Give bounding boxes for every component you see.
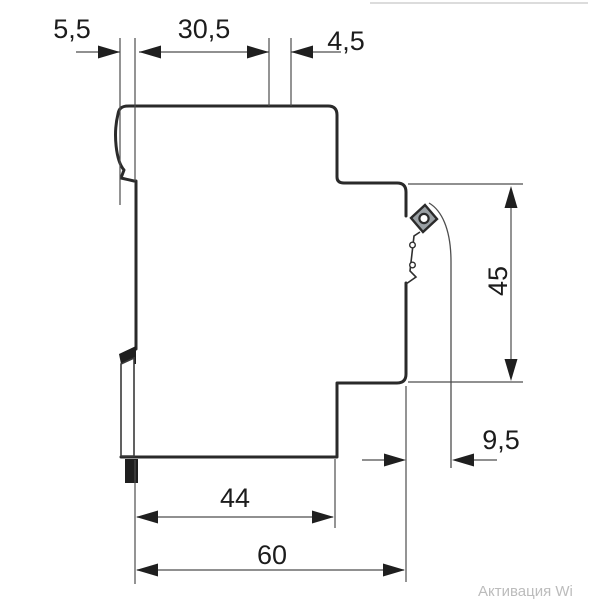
dim-label-4-5: 4,5 <box>327 26 365 56</box>
terminal-detail <box>405 202 452 468</box>
arrowhead-right-icon <box>98 45 120 59</box>
terminal-plate-edge <box>405 231 421 285</box>
arrowhead-right-icon <box>383 563 405 577</box>
toggle-arc-line <box>428 202 452 468</box>
dimension-5-5: 5,5 <box>53 14 120 59</box>
arrowhead-left-icon <box>291 45 313 59</box>
dim-label-5-5: 5,5 <box>53 14 91 44</box>
dim-label-9-5: 9,5 <box>482 425 520 455</box>
arrowhead-right-icon <box>312 510 334 524</box>
dim-label-44: 44 <box>220 483 250 513</box>
dim-label-45: 45 <box>483 266 513 296</box>
dimension-9-5: 9,5 <box>362 425 520 467</box>
body-top-outline <box>114 104 408 218</box>
dimension-30-5: 30,5 <box>139 14 269 59</box>
watermark-text: Активация Wi <box>478 583 573 600</box>
terminal-hole-lower <box>409 261 417 269</box>
dim-label-30-5: 30,5 <box>178 14 231 44</box>
arrowhead-right-icon <box>384 453 406 467</box>
din-rail-clip <box>119 346 138 483</box>
breaker-body <box>114 104 408 459</box>
terminal-hole-upper <box>409 241 417 249</box>
dimension-60: 60 <box>136 540 405 577</box>
din-clip-tab <box>125 459 138 483</box>
dimension-44: 44 <box>136 483 334 524</box>
din-clip-slider <box>120 356 135 457</box>
dimension-4-5: 4,5 <box>291 26 365 59</box>
dimension-45: 45 <box>483 186 518 381</box>
arrowhead-left-icon <box>136 563 158 577</box>
body-bottom-outline <box>119 281 408 459</box>
terminal-screw-hole <box>418 212 430 225</box>
arrowhead-down-icon <box>504 359 518 381</box>
arrowhead-left-icon <box>139 45 161 59</box>
arrowhead-right-icon <box>247 45 269 59</box>
arrowhead-up-icon <box>504 186 518 208</box>
extension-lines <box>119 38 523 584</box>
dim-label-60: 60 <box>257 540 287 570</box>
arrowhead-left-icon <box>452 453 474 467</box>
arrowhead-left-icon <box>136 510 158 524</box>
